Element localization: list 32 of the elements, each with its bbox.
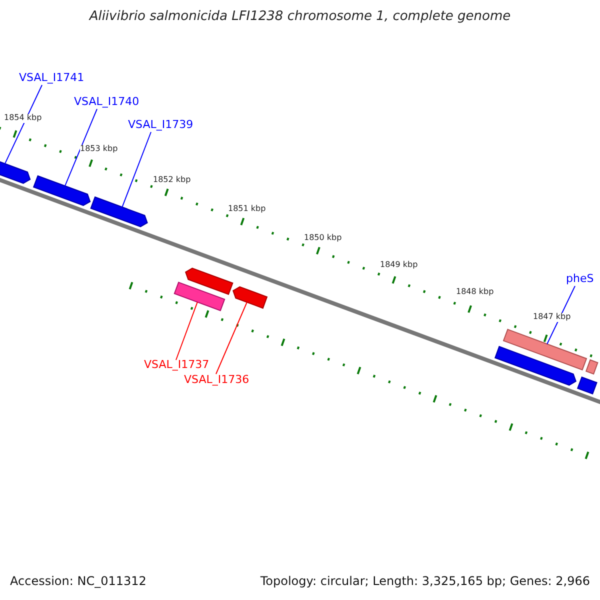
- gene-label: VSAL_I1741: [19, 72, 84, 84]
- scale-label: 1847 kbp: [533, 313, 571, 322]
- gene-feature: [32, 175, 91, 206]
- gene-label: VSAL_I1739: [128, 119, 194, 132]
- gene-label: VSAL_I1740: [74, 96, 140, 108]
- gene-feature: [494, 346, 577, 386]
- gene-bar: [502, 328, 588, 370]
- scale-label: 1851 kbp: [228, 205, 266, 214]
- gene-bar: [174, 282, 226, 312]
- title: Aliivibrio salmonicida LFI1238 chromosome 1, complete genome: [88, 10, 512, 24]
- gene-feature: [185, 268, 234, 296]
- leader-line: [216, 302, 248, 374]
- scale-label: 1849 kbp: [380, 261, 418, 270]
- scale-label: 1850 kbp: [304, 234, 342, 243]
- gene-feature: [576, 376, 598, 395]
- footer-text: Accession: NC_011312: [10, 575, 146, 588]
- scale-label: 1852 kbp: [153, 176, 191, 185]
- gene-bar: [585, 359, 598, 375]
- leader-line: [546, 286, 576, 344]
- gene-label: pheS: [566, 273, 594, 286]
- leader-line: [64, 108, 98, 186]
- leader-line: [176, 302, 198, 360]
- gene-feature: [90, 196, 148, 228]
- gene-label: VSAL_I1737: [144, 359, 210, 372]
- footer-text: Topology: circular; Length: 3,325,165 bp; Genes: 2,966: [260, 575, 590, 588]
- scale-label: 1853 kbp: [80, 145, 118, 154]
- scale-label: 1854 kbp: [4, 114, 42, 123]
- leader-line: [4, 84, 42, 164]
- scale-label: 1848 kbp: [456, 288, 494, 297]
- leader-line: [122, 132, 152, 208]
- gene-feature: [232, 286, 268, 309]
- gene-label: VSAL_I1736: [184, 374, 250, 386]
